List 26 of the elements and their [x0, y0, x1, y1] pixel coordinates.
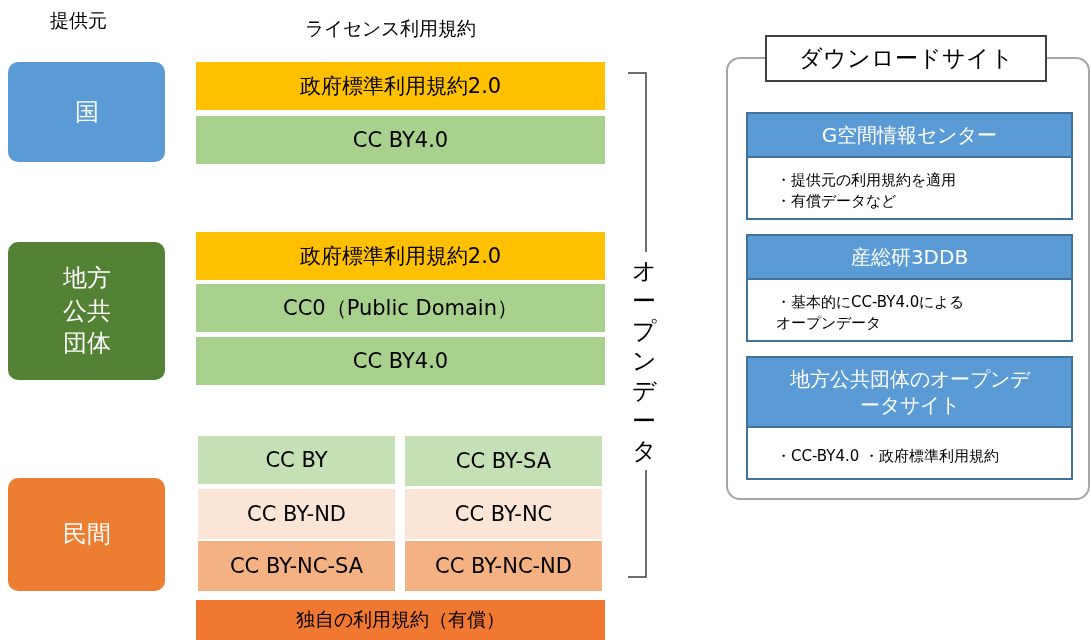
- vertical-label: オープンデータ: [631, 252, 657, 470]
- licence-box: CC BY4.0: [196, 116, 605, 164]
- provider-box: 地方公共団体: [8, 242, 165, 380]
- column-heading: ライセンス利用規約: [305, 16, 476, 41]
- provider-box: 国: [8, 62, 165, 162]
- licence-box: CC BY-NC: [405, 489, 602, 539]
- bullet-text: ・有償データなど: [776, 191, 897, 212]
- licence-box: CC BY: [198, 436, 395, 484]
- licence-box: CC BY-NC-SA: [198, 541, 395, 591]
- column-heading: 提供元: [50, 8, 107, 33]
- card-header: G空間情報センター: [746, 112, 1073, 158]
- licence-box: 独自の利用規約（有償）: [196, 600, 605, 640]
- licence-box: CC BY-ND: [198, 489, 395, 539]
- licence-box: CC BY-NC-ND: [405, 541, 602, 591]
- bullet-text: ・CC-BY4.0 ・政府標準利用規約: [776, 445, 1001, 467]
- licence-box: CC BY4.0: [196, 337, 605, 385]
- card-header: 地方公共団体のオープンデータサイト: [746, 356, 1073, 428]
- panel-title: ダウンロードサイト: [765, 35, 1047, 82]
- licence-box: CC BY-SA: [405, 436, 602, 486]
- licence-box: 政府標準利用規約2.0: [196, 62, 605, 110]
- licence-box: CC0（Public Domain）: [196, 284, 605, 332]
- bullet-text: ・基本的にCC-BY4.0によるオープンデータ: [776, 292, 966, 334]
- licence-box: 政府標準利用規約2.0: [196, 232, 605, 280]
- provider-box: 民間: [8, 478, 165, 591]
- card-header: 産総研3DDB: [746, 234, 1073, 280]
- bullet-text: ・提供元の利用規約を適用: [776, 170, 957, 191]
